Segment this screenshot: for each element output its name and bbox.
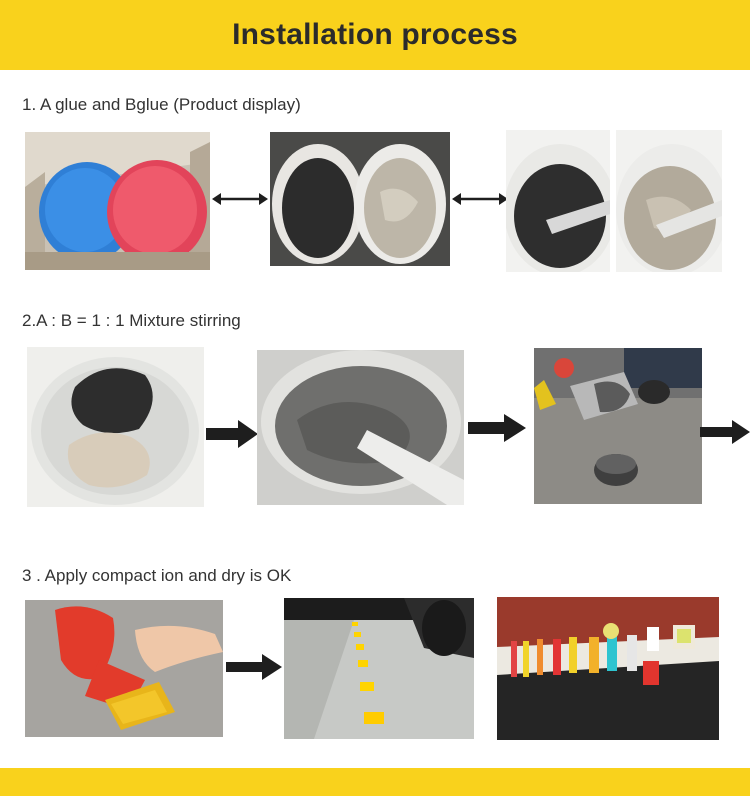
step-2-label: 2.A : B = 1 : 1 Mixture stirring xyxy=(22,311,241,330)
footer-bar xyxy=(0,768,750,796)
photo-a-and-b-glue-in-bowl xyxy=(27,347,204,507)
header-banner: Installation process xyxy=(0,0,750,70)
photo-mixed-glue-stirring xyxy=(257,350,464,505)
double-headed-arrow-icon xyxy=(452,192,508,206)
photo-glue-buckets-open-box xyxy=(25,132,210,270)
page-title: Installation process xyxy=(232,18,518,51)
photo-installed-studs-in-tunnel xyxy=(284,598,474,739)
right-arrow-icon xyxy=(226,654,282,680)
double-headed-arrow-icon xyxy=(212,192,268,206)
right-arrow-icon xyxy=(206,420,258,448)
photo-applying-glue-to-road-stud xyxy=(534,348,702,504)
photo-assorted-road-studs xyxy=(497,597,719,740)
photo-open-glue-tubs xyxy=(270,132,450,266)
photo-glue-with-spatulas xyxy=(506,130,722,272)
photo-pressing-road-stud xyxy=(25,600,223,737)
step-3-label: 3 . Apply compact ion and dry is OK xyxy=(22,566,292,585)
right-arrow-icon xyxy=(468,414,526,442)
step-1-label: 1. A glue and Bglue (Product display) xyxy=(22,95,301,114)
right-arrow-icon xyxy=(700,420,750,444)
